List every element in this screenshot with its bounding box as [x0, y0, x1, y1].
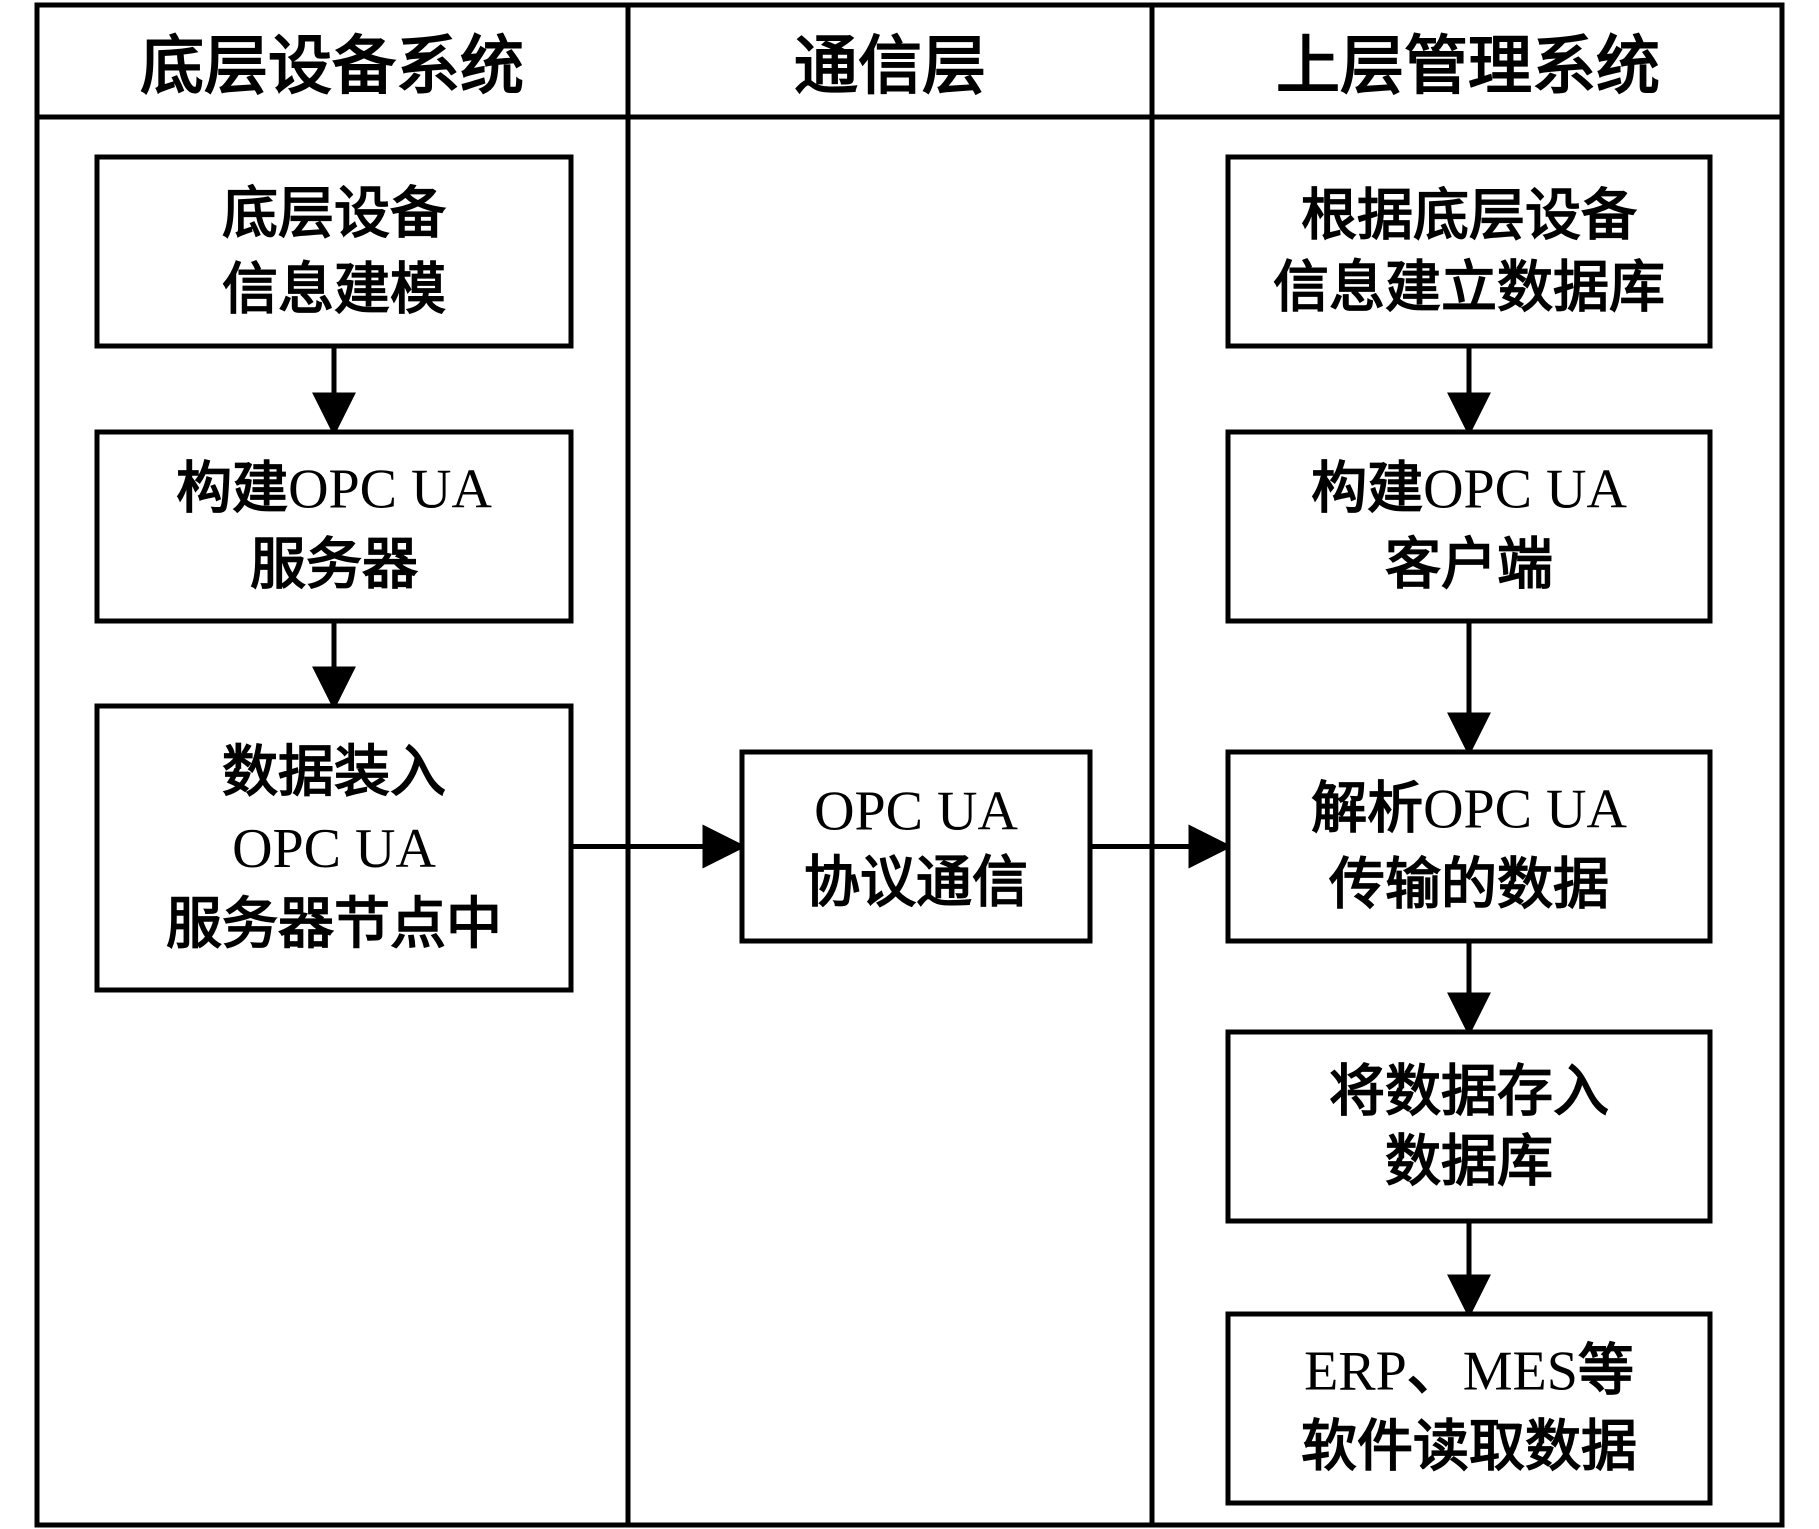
- node-box: [94, 429, 574, 624]
- node-label-line: 数据装入: [222, 740, 446, 805]
- node-label-line: 构建OPC UA: [176, 457, 492, 522]
- node-build-client: 构建OPC UA 客户端: [1225, 429, 1713, 624]
- node-label-line: 底层设备: [222, 182, 447, 247]
- node-parse: 解析OPC UA 传输的数据: [1225, 749, 1713, 944]
- node-label-line: 信息建立数据库: [1273, 256, 1665, 321]
- lane-title-comm: 通信层: [794, 30, 986, 104]
- node-box: [739, 749, 1093, 944]
- node-box: [1225, 749, 1713, 944]
- node-label-line: 将数据存入: [1329, 1060, 1609, 1125]
- node-label-line: 服务器: [250, 533, 419, 598]
- node-label-line: 客户端: [1385, 533, 1553, 598]
- node-label-line: 数据库: [1385, 1130, 1553, 1195]
- node-label-line: 解析OPC UA: [1311, 777, 1627, 842]
- node-box: [1225, 429, 1713, 624]
- node-label-line: 构建OPC UA: [1311, 457, 1627, 522]
- node-label-line: 信息建模: [222, 258, 446, 323]
- node-label-line: 根据底层设备: [1301, 184, 1638, 249]
- node-label-line: OPC UA: [814, 781, 1018, 843]
- swimlane-frame: [34, 2, 1785, 1528]
- node-label-line: OPC UA: [232, 818, 436, 880]
- node-box: [1225, 154, 1713, 349]
- node-label-line: 传输的数据: [1328, 853, 1609, 918]
- node-build-server: 构建OPC UA 服务器: [94, 429, 574, 624]
- node-label-line: ERP、MES等: [1304, 1339, 1634, 1404]
- node-box: [94, 703, 574, 993]
- node-box: [94, 154, 574, 349]
- node-label-line: 服务器节点中: [166, 892, 502, 957]
- node-load-data: 数据装入 OPC UA 服务器节点中: [94, 703, 574, 993]
- node-box: [1225, 1029, 1713, 1224]
- lane-title-top: 上层管理系统: [1276, 30, 1660, 104]
- lane-title-bottom: 底层设备系统: [140, 30, 524, 104]
- node-label-line: 协议通信: [804, 851, 1028, 916]
- node-protocol: OPC UA 协议通信: [739, 749, 1093, 944]
- node-box: [1225, 1311, 1713, 1506]
- node-label-line: 软件读取数据: [1301, 1415, 1637, 1480]
